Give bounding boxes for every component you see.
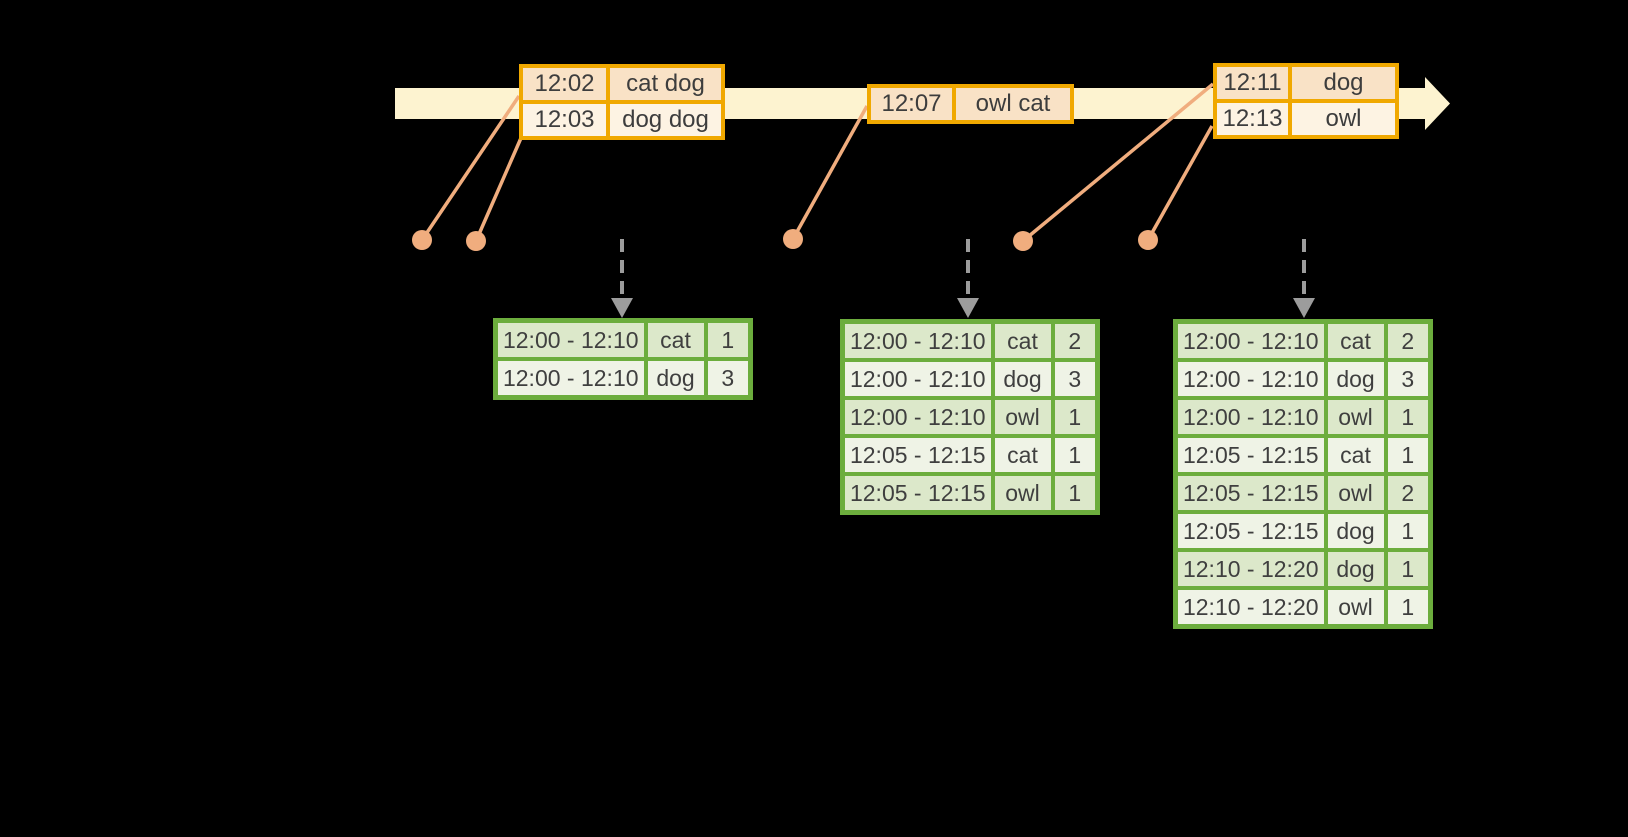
trigger-arrows	[620, 239, 1306, 299]
word-cell: owl	[1323, 586, 1388, 629]
trigger-arrowhead-icon	[611, 298, 633, 318]
event-connector-line	[420, 95, 521, 241]
word-cell: cat	[990, 434, 1055, 476]
result-row: 12:00 - 12:10 cat 2	[1173, 319, 1433, 362]
count-cell: 2	[1383, 472, 1433, 514]
result-row: 12:00 - 12:10 cat 1	[493, 318, 753, 361]
result-table-1: 12:00 - 12:10 cat 1 12:00 - 12:10 dog 3	[493, 318, 753, 400]
window-cell: 12:05 - 12:15	[840, 434, 995, 476]
word-cell: cat	[643, 318, 708, 361]
event-row: 12:13 owl	[1213, 99, 1399, 139]
count-cell: 3	[1050, 358, 1100, 400]
event-dots	[412, 229, 1158, 251]
event-dot	[1138, 230, 1158, 250]
event-row: 12:11 dog	[1213, 63, 1399, 103]
result-row: 12:05 - 12:15 owl 1	[840, 472, 1100, 515]
window-cell: 12:00 - 12:10	[1173, 358, 1328, 400]
event-words-cell: dog dog	[606, 100, 725, 140]
window-cell: 12:10 - 12:20	[1173, 548, 1328, 590]
result-row: 12:05 - 12:15 owl 2	[1173, 472, 1433, 514]
event-words-cell: cat dog	[606, 64, 725, 104]
result-row: 12:00 - 12:10 cat 2	[840, 319, 1100, 362]
word-cell: dog	[1323, 358, 1388, 400]
event-dot	[466, 231, 486, 251]
result-table-2: 12:00 - 12:10 cat 2 12:00 - 12:10 dog 3 …	[840, 319, 1100, 515]
result-row: 12:00 - 12:10 dog 3	[493, 357, 753, 400]
word-cell: dog	[1323, 510, 1388, 552]
count-cell: 1	[703, 318, 753, 361]
word-cell: dog	[643, 357, 708, 400]
event-connector-lines	[420, 82, 1215, 243]
event-dot	[1013, 231, 1033, 251]
event-connector-line	[1021, 82, 1215, 243]
result-table-3: 12:00 - 12:10 cat 2 12:00 - 12:10 dog 3 …	[1173, 319, 1433, 629]
event-connector-line	[474, 137, 523, 242]
result-row: 12:05 - 12:15 cat 1	[840, 434, 1100, 476]
window-cell: 12:10 - 12:20	[1173, 586, 1328, 629]
event-dot	[412, 230, 432, 250]
count-cell: 3	[703, 357, 753, 400]
event-time-cell: 12:03	[519, 100, 610, 140]
word-cell: cat	[1323, 319, 1388, 362]
window-cell: 12:05 - 12:15	[840, 472, 995, 515]
event-words-cell: dog	[1288, 63, 1399, 103]
count-cell: 1	[1050, 472, 1100, 515]
result-row: 12:00 - 12:10 dog 3	[1173, 358, 1433, 400]
count-cell: 1	[1050, 434, 1100, 476]
word-cell: cat	[1323, 434, 1388, 476]
window-cell: 12:05 - 12:15	[1173, 510, 1328, 552]
word-cell: dog	[1323, 548, 1388, 590]
event-row: 12:03 dog dog	[519, 100, 725, 140]
result-row: 12:00 - 12:10 owl 1	[840, 396, 1100, 438]
word-cell: dog	[990, 358, 1055, 400]
result-row: 12:00 - 12:10 dog 3	[840, 358, 1100, 400]
result-row: 12:05 - 12:15 cat 1	[1173, 434, 1433, 476]
word-cell: owl	[990, 472, 1055, 515]
count-cell: 3	[1383, 358, 1433, 400]
count-cell: 1	[1383, 510, 1433, 552]
event-table-2: 12:07 owl cat	[867, 84, 1074, 124]
word-cell: owl	[1323, 396, 1388, 438]
word-cell: cat	[990, 319, 1055, 362]
trigger-arrowhead-icon	[957, 298, 979, 318]
event-connector-line	[791, 105, 869, 240]
count-cell: 1	[1383, 548, 1433, 590]
word-cell: owl	[1323, 472, 1388, 514]
word-cell: owl	[990, 396, 1055, 438]
event-table-3: 12:11 dog 12:13 owl	[1213, 63, 1399, 139]
event-time-cell: 12:11	[1213, 63, 1292, 103]
result-row: 12:10 - 12:20 owl 1	[1173, 586, 1433, 629]
window-cell: 12:00 - 12:10	[1173, 396, 1328, 438]
result-row: 12:05 - 12:15 dog 1	[1173, 510, 1433, 552]
timeline-arrowhead-icon	[1425, 77, 1450, 130]
count-cell: 1	[1383, 396, 1433, 438]
trigger-arrowhead-icon	[1293, 298, 1315, 318]
window-cell: 12:05 - 12:15	[1173, 434, 1328, 476]
event-table-1: 12:02 cat dog 12:03 dog dog	[519, 64, 725, 140]
event-connector-line	[1146, 125, 1214, 241]
event-dot	[783, 229, 803, 249]
result-row: 12:00 - 12:10 owl 1	[1173, 396, 1433, 438]
window-cell: 12:00 - 12:10	[493, 357, 648, 400]
event-time-cell: 12:13	[1213, 99, 1292, 139]
window-cell: 12:00 - 12:10	[840, 319, 995, 362]
window-cell: 12:05 - 12:15	[1173, 472, 1328, 514]
event-row: 12:02 cat dog	[519, 64, 725, 104]
trigger-arrowheads	[611, 298, 1315, 318]
count-cell: 2	[1050, 319, 1100, 362]
count-cell: 2	[1383, 319, 1433, 362]
result-row: 12:10 - 12:20 dog 1	[1173, 548, 1433, 590]
window-cell: 12:00 - 12:10	[840, 396, 995, 438]
event-row: 12:07 owl cat	[867, 84, 1074, 124]
event-time-cell: 12:07	[867, 84, 956, 124]
window-cell: 12:00 - 12:10	[493, 318, 648, 361]
window-cell: 12:00 - 12:10	[840, 358, 995, 400]
count-cell: 1	[1050, 396, 1100, 438]
event-words-cell: owl cat	[952, 84, 1074, 124]
window-cell: 12:00 - 12:10	[1173, 319, 1328, 362]
count-cell: 1	[1383, 434, 1433, 476]
count-cell: 1	[1383, 586, 1433, 629]
event-words-cell: owl	[1288, 99, 1399, 139]
event-time-cell: 12:02	[519, 64, 610, 104]
